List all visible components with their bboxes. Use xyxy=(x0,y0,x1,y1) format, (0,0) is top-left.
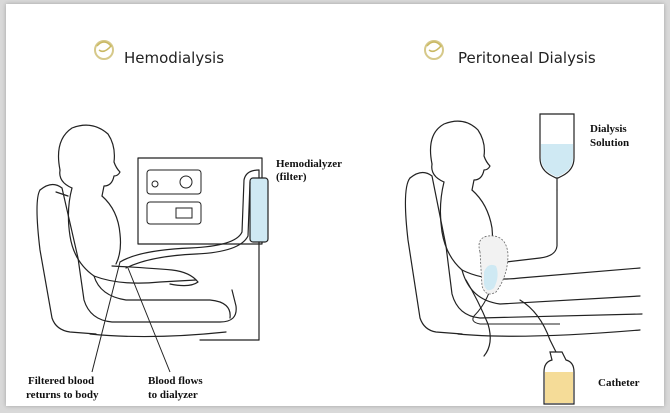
catheter-label: Catheter xyxy=(598,377,640,389)
hemodialyzer-label: Hemodialyzer xyxy=(276,158,342,170)
filtered-blood-label-2: returns to body xyxy=(26,389,99,401)
blood-flows-label-1: Blood flows xyxy=(148,375,203,387)
left-chair xyxy=(37,184,236,336)
hemodialyzer-sub-label: (filter) xyxy=(276,171,307,183)
peritoneal-panel: Peritoneal Dialysis xyxy=(405,41,642,404)
abdominal-cavity xyxy=(479,236,508,294)
hemodialyzer-filter xyxy=(200,170,268,340)
machine-control-panel-top xyxy=(147,170,201,194)
peritoneal-logo-icon xyxy=(425,41,443,59)
hemodialysis-title: Hemodialysis xyxy=(124,49,224,67)
machine-control-panel-bottom xyxy=(147,202,201,224)
dialysis-solution-label-2: Solution xyxy=(590,137,629,149)
filtered-blood-label-1: Filtered blood xyxy=(28,375,94,387)
hemodialysis-panel: Hemodialysis xyxy=(26,41,342,401)
blood-flows-label-2: to dialyzer xyxy=(148,389,198,401)
peritoneal-title: Peritoneal Dialysis xyxy=(458,49,596,67)
dialysis-solution-bag xyxy=(540,114,574,190)
blood-tubing xyxy=(120,170,259,268)
left-patient xyxy=(59,125,231,318)
blood-flows-pointer xyxy=(128,268,170,372)
catheter-bag xyxy=(544,352,574,404)
hemodialysis-logo-icon xyxy=(95,41,113,59)
dialysis-solution-label-1: Dialysis xyxy=(590,123,627,135)
right-patient xyxy=(431,121,641,356)
